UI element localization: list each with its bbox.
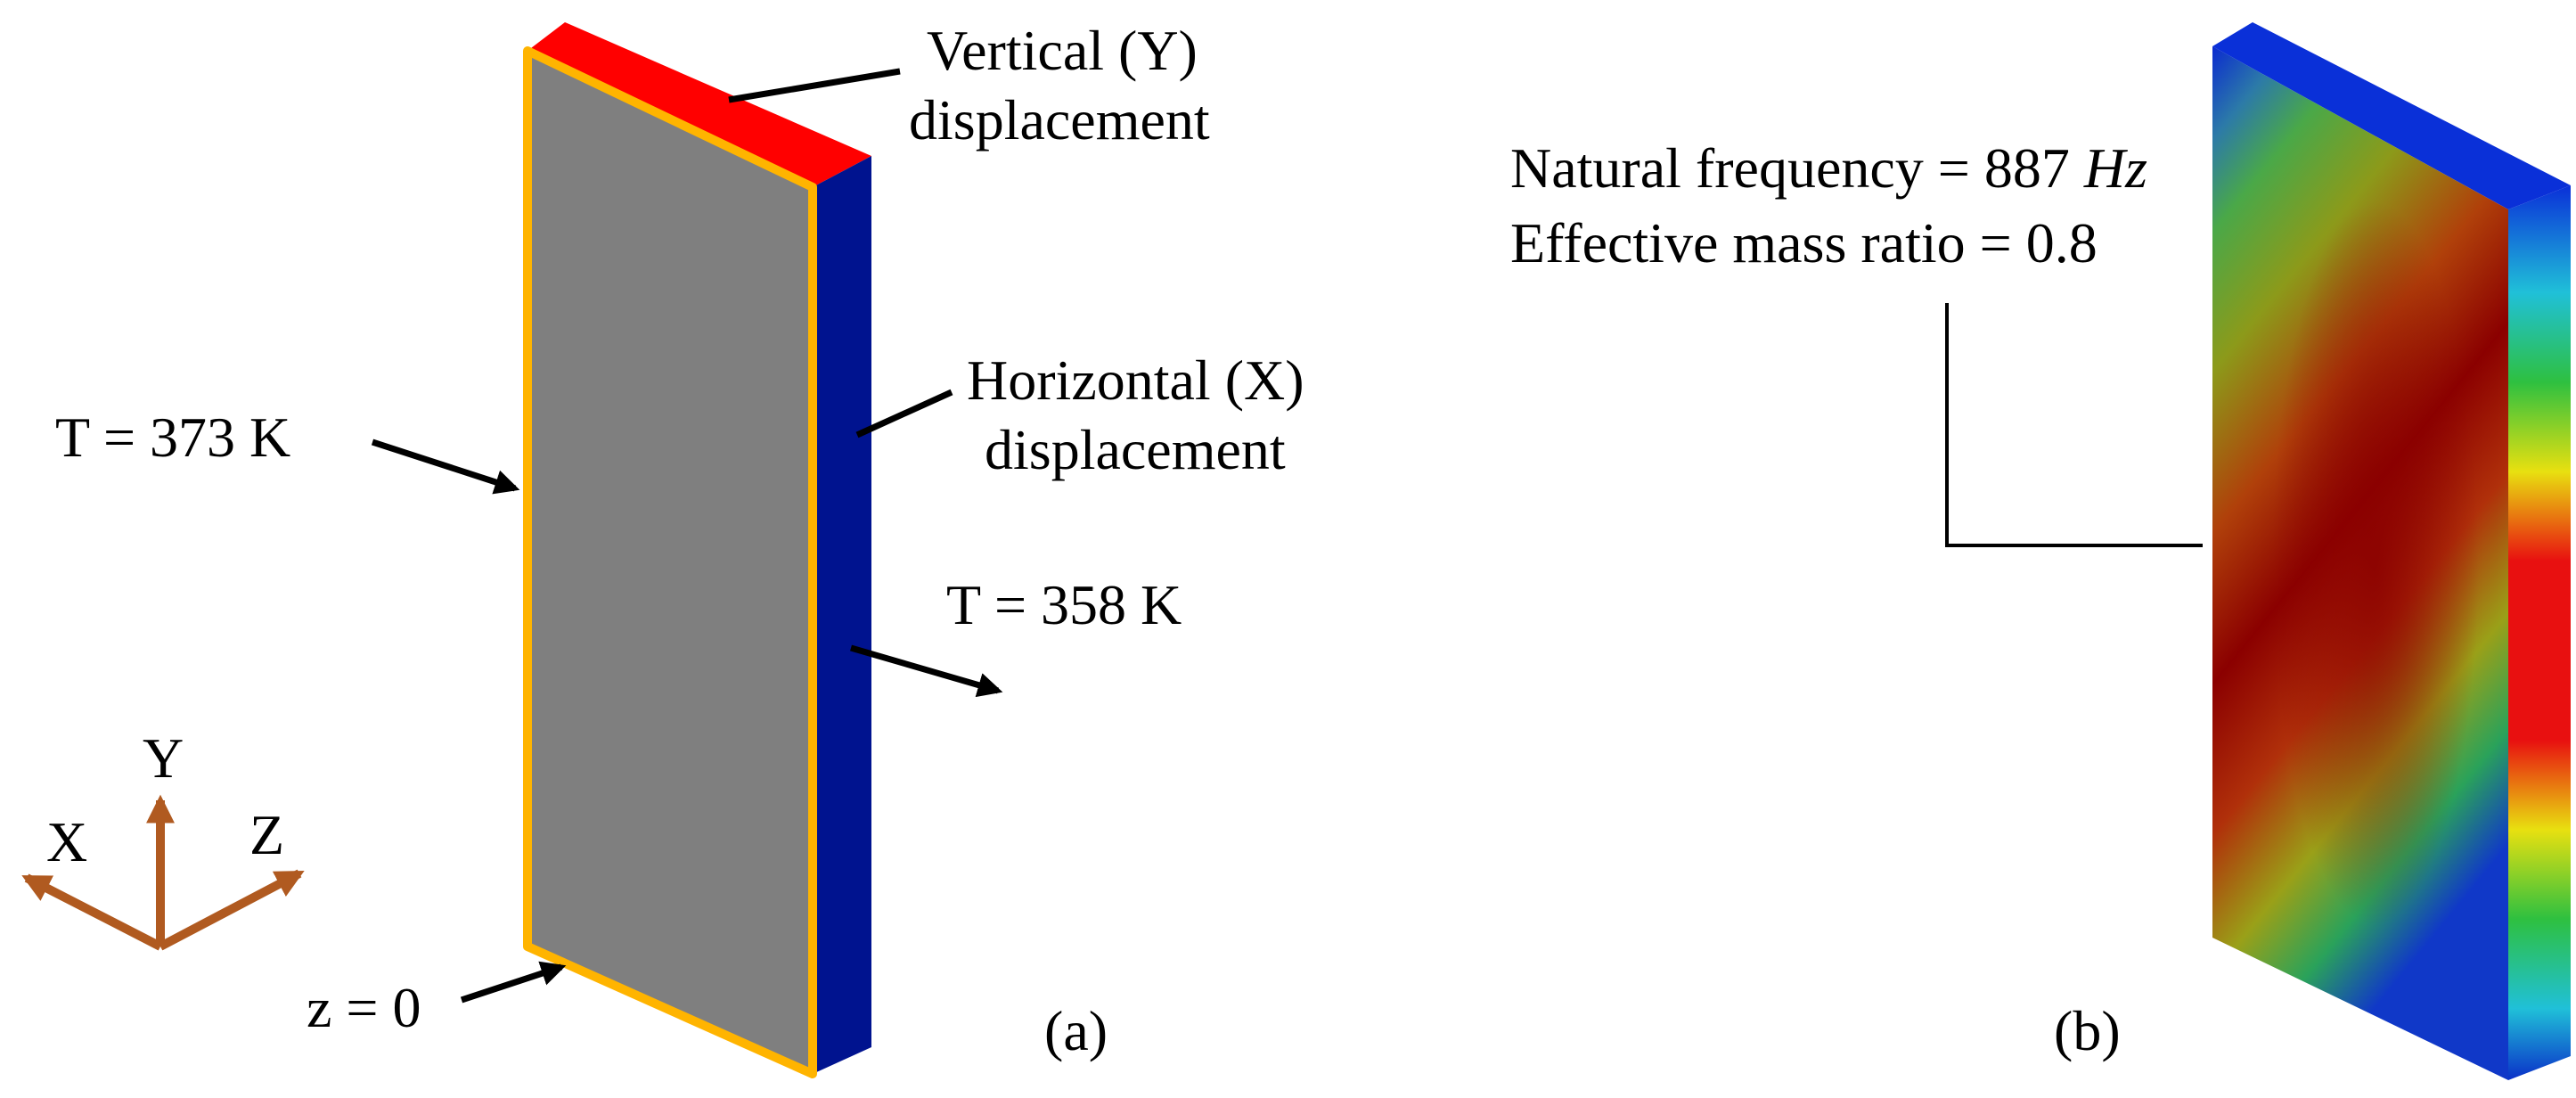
mode-annotation-leader (1945, 303, 2203, 547)
vertical-label-line1: Vertical (Y) (927, 19, 1198, 82)
z-origin-arrow-icon (460, 961, 567, 1004)
z-axis-label: Z (249, 803, 284, 866)
z-axis-arrow (158, 869, 305, 951)
natural-frequency-text: Natural frequency = 887 (1510, 136, 2084, 200)
plate-top-face (527, 22, 871, 187)
y-axis-label: Y (143, 726, 184, 790)
vertical-label-line2: displacement (909, 88, 1210, 152)
mode-side-face (2508, 185, 2571, 1080)
natural-frequency-label: Natural frequency = 887 Hz (1510, 136, 2147, 200)
effective-mass-ratio-label: Effective mass ratio = 0.8 (1510, 211, 2098, 274)
mode-top-face (2212, 22, 2571, 209)
horizontal-displacement-leader (855, 389, 953, 438)
panel-b-caption: (b) (2054, 999, 2121, 1062)
x-axis-arrow (21, 873, 163, 951)
plate-front-face (523, 46, 817, 1078)
mode-front-hotspot (2212, 46, 2508, 1080)
frequency-unit: Hz (2083, 136, 2147, 200)
z-origin-label: z = 0 (307, 976, 421, 1039)
horizontal-label-line1: Horizontal (X) (967, 348, 1304, 412)
mode-shape-plate (2212, 22, 2571, 1080)
vertical-displacement-leader (728, 68, 901, 103)
cold-side-arrow-icon (850, 644, 1003, 698)
horizontal-label-line2: displacement (985, 418, 1286, 481)
hot-side-temperature: T = 373 K (55, 406, 290, 469)
plate-geometry (523, 22, 871, 1078)
plate-side-face (813, 156, 871, 1074)
cold-side-temperature: T = 358 K (946, 573, 1182, 636)
axes-triad-icon: Y X Z (21, 726, 305, 951)
panel-a: Vertical (Y) displacement Horizontal (X)… (21, 19, 1304, 1078)
x-axis-label: X (46, 810, 87, 873)
hot-side-arrow-icon (371, 438, 520, 495)
panel-b: Natural frequency = 887 Hz Effective mas… (1510, 22, 2571, 1080)
panel-a-caption: (a) (1044, 999, 1108, 1062)
